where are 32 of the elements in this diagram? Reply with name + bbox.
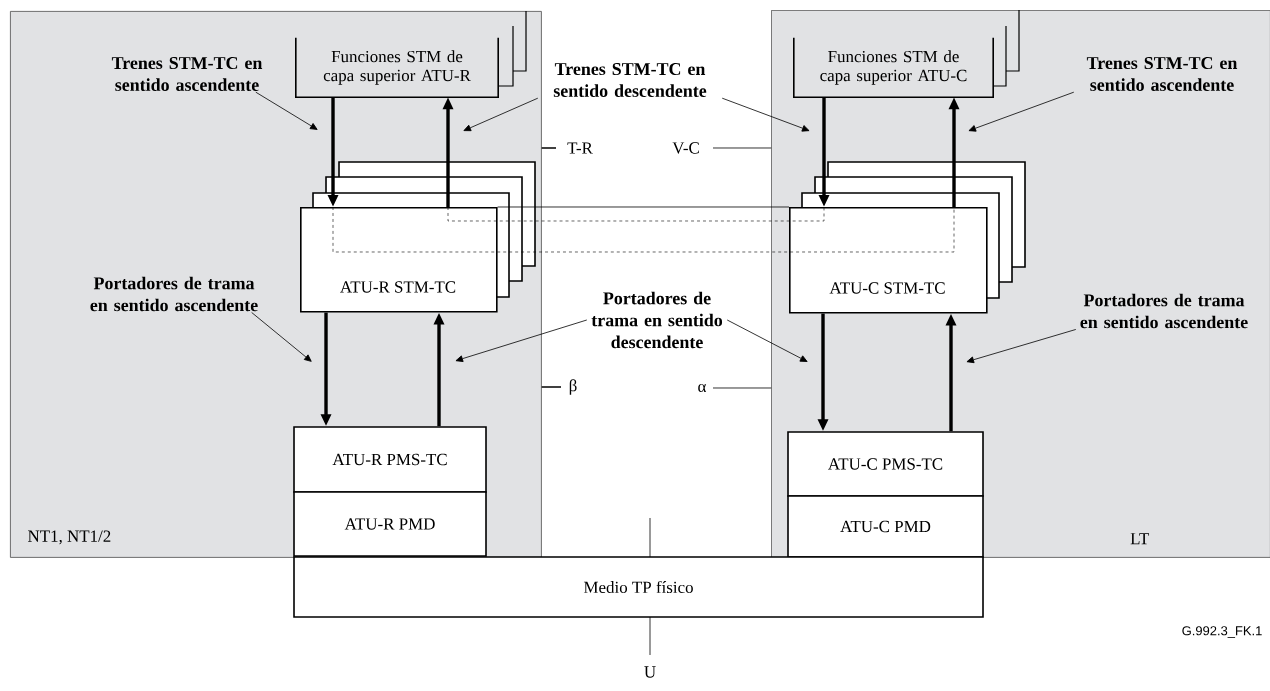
leader-line xyxy=(726,319,808,362)
process-box: ATU-C PMS-TC xyxy=(787,431,984,497)
leader-line xyxy=(251,312,312,362)
leader-line xyxy=(968,91,1075,132)
reference-label: U xyxy=(644,666,656,678)
stacked-box: ATU-R STM-TC xyxy=(300,161,536,313)
leader-line xyxy=(966,329,1077,364)
annotation-text: Trenes STM-TC en sentido ascendente xyxy=(111,57,263,91)
process-box: ATU-C PMD xyxy=(787,495,984,558)
process-box: ATU-R PMD xyxy=(293,491,487,557)
process-box: ATU-R PMS-TC xyxy=(293,426,487,493)
annotation-text: Portadores de trama en sentido ascendente xyxy=(90,276,258,312)
node-label: ATU-R STM-TC xyxy=(340,281,456,293)
reference-label: β xyxy=(569,379,577,395)
reference-label: T-R xyxy=(567,142,593,154)
stacked-box: ATU-C STM-TC xyxy=(789,161,1026,314)
annotation-text: Portadores de trama en sentido descendente xyxy=(591,291,723,349)
connector-line xyxy=(447,206,825,222)
reference-label: α xyxy=(698,383,707,393)
annotation-text: Trenes STM-TC en sentido ascendente xyxy=(1086,57,1238,91)
leader-line xyxy=(463,97,539,132)
leader-line xyxy=(721,97,810,132)
stacked-box: Funciones STM de capa superior ATU-R xyxy=(295,10,527,98)
reference-label: G.992.3_FK.1 xyxy=(1182,626,1262,638)
annotation-text: Portadores de trama en sentido ascendente xyxy=(1080,293,1248,329)
reference-label: V-C xyxy=(672,142,699,154)
connector-line xyxy=(332,206,955,253)
stacked-box: Funciones STM de capa superior ATU-C xyxy=(793,9,1020,98)
leader-line xyxy=(255,91,318,130)
leader-line xyxy=(455,319,588,362)
annotation-text: Trenes STM-TC en sentido descendente xyxy=(553,63,707,97)
connector-line xyxy=(497,206,790,208)
